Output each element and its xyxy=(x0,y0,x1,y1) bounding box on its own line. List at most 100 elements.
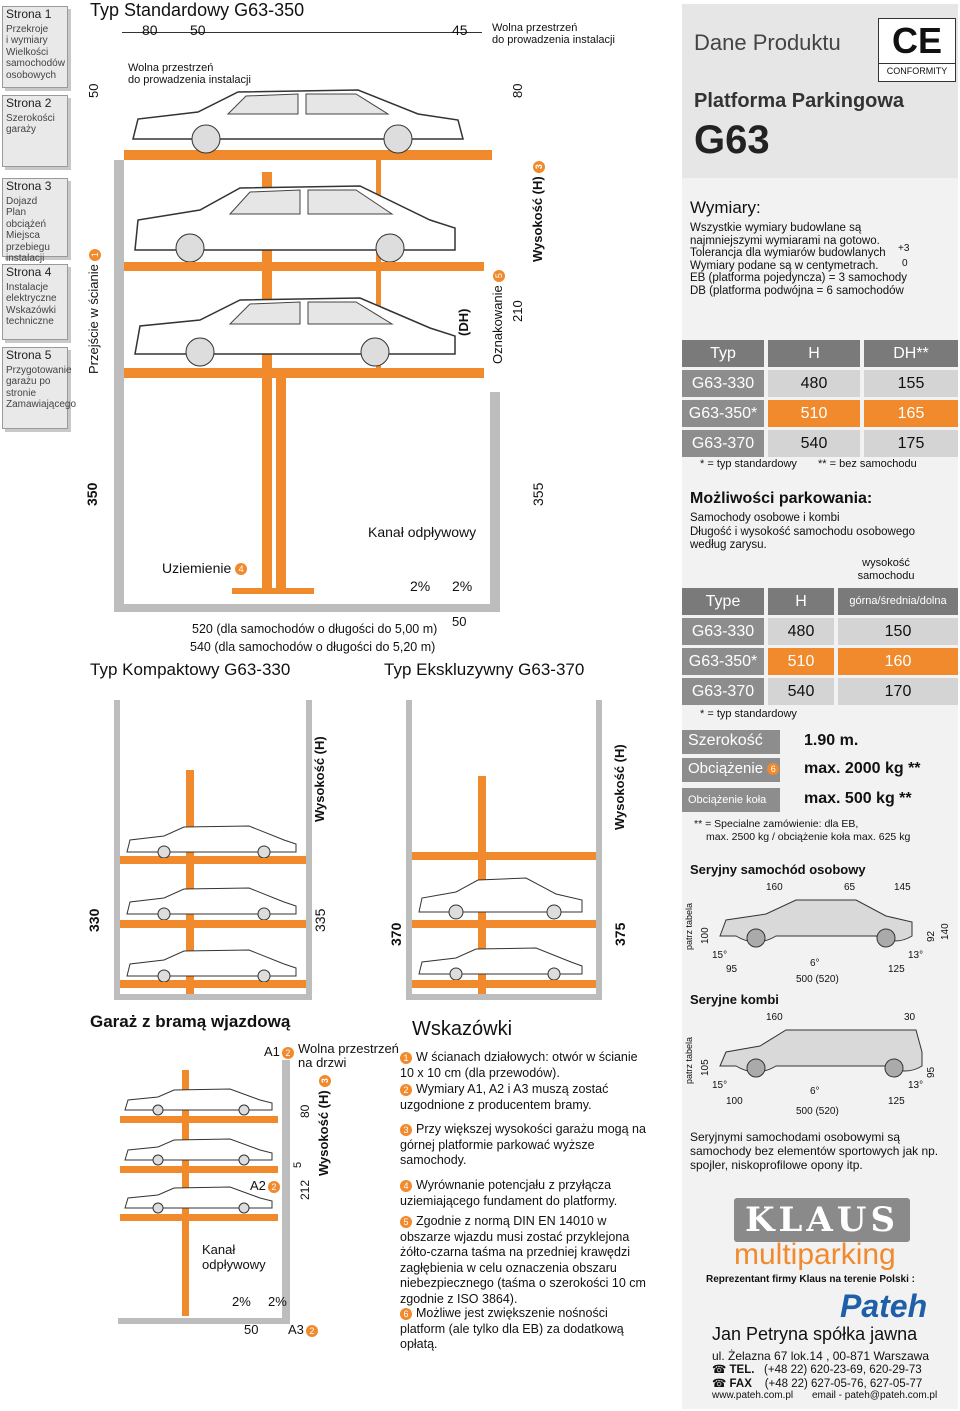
special-1: ** = Specialne zamówienie: dla EB, xyxy=(694,818,859,830)
pateh-logo: Pateh xyxy=(840,1288,928,1324)
nav-item: Miejsca xyxy=(6,230,40,241)
web-link[interactable]: www.pateh.com.pl xyxy=(712,1390,794,1401)
note-text: Wymiary A1, A2 i A3 muszą zostać uzgodni… xyxy=(400,1082,609,1112)
dims-line: DB (platforma podwójna = 6 samochodów xyxy=(690,284,904,297)
garage-dim-80: 80 xyxy=(298,1104,312,1118)
dims-line: Wymiary podane są w centymetrach. xyxy=(690,259,879,272)
sedan-d160: 160 xyxy=(766,882,783,893)
rep-line: Reprezentant firmy Klaus na terenie Pols… xyxy=(706,1274,915,1285)
dh-label: (DH) xyxy=(456,308,471,336)
table2-note: * = typ standardowy xyxy=(700,708,797,720)
sedan-d500: 500 (520) xyxy=(796,974,839,985)
nav-title[interactable]: Strona 4 xyxy=(6,265,52,279)
grounding-label: Uziemienie 4 xyxy=(162,560,251,576)
load-value: max. 2000 kg ** xyxy=(804,760,921,777)
kombi-d500: 500 (520) xyxy=(796,1106,839,1117)
platform-middle xyxy=(124,262,484,271)
dim-50-side: 50 xyxy=(86,83,101,98)
sedan-d92: 92 xyxy=(926,930,937,942)
note-number: 2 xyxy=(400,1083,412,1096)
platform-top xyxy=(124,150,492,160)
nav-item: garażu po xyxy=(6,376,51,387)
nav-title[interactable]: Strona 2 xyxy=(6,96,52,110)
slope-1: 2% xyxy=(410,578,431,594)
sedan-d65: 65 xyxy=(844,882,856,893)
nav-item: Wielkości xyxy=(6,46,49,58)
compact-left-wall xyxy=(114,700,120,996)
compact-right-wall xyxy=(306,700,312,996)
nav-item: osobowych xyxy=(6,69,57,81)
parking-title: Możliwości parkowania: xyxy=(690,490,873,507)
kombi-desc-line: samochody bez elementów sportowych jak n… xyxy=(690,1144,939,1158)
table-cell: G63-370 xyxy=(682,430,764,457)
nav-title[interactable]: Strona 1 xyxy=(6,7,52,21)
dim-50-bottom: 50 xyxy=(452,614,467,629)
table-cell: 155 xyxy=(864,370,958,397)
dim-370: 370 xyxy=(388,922,404,946)
garage-right-wall xyxy=(282,1060,290,1324)
drain-label: Kanał odpływowy xyxy=(368,524,477,540)
dim-350: 350 xyxy=(84,482,100,506)
pit-right-wall xyxy=(490,392,500,608)
note-number: 6 xyxy=(400,1307,412,1320)
post-second xyxy=(276,372,286,592)
dim-80-right: 80 xyxy=(510,83,525,98)
wheel-label: Obciążenie koła xyxy=(688,794,767,806)
nav-item: elektryczne xyxy=(6,293,57,304)
wheel-value: max. 500 kg ** xyxy=(804,790,912,807)
kombi-d95: 95 xyxy=(926,1066,937,1078)
sedan-table: patrz tabela xyxy=(684,902,694,950)
parking-line: według zarysu. xyxy=(690,539,767,551)
dim-50: 50 xyxy=(190,22,206,38)
sedan-d100: 100 xyxy=(700,927,711,944)
table-cell: G63-350* xyxy=(682,400,764,427)
pit-floor xyxy=(114,604,500,612)
table-header: DH** xyxy=(864,340,958,367)
company-name: Jan Petryna spółka jawna xyxy=(712,1324,918,1344)
nav-item: samochodów xyxy=(6,58,65,69)
width-label-box xyxy=(682,730,780,754)
kombi-outline xyxy=(719,1029,923,1078)
nav-title[interactable]: Strona 5 xyxy=(6,348,52,362)
height-h-standard: Wysokość (H) 3 xyxy=(530,157,545,262)
garage-car-2 xyxy=(124,1138,273,1166)
exclusive-title: Typ Ekskluzywny G63-370 xyxy=(384,660,585,679)
dims-title: Wymiary: xyxy=(690,198,761,217)
note-number: 3 xyxy=(400,1123,412,1136)
nav-item: Instalacje xyxy=(6,281,49,293)
ce-text: CE xyxy=(891,20,942,61)
garage-slope-2: 2% xyxy=(268,1294,287,1309)
garage-free-door: Wolna przestrzeń na drzwi xyxy=(298,1041,399,1070)
car-top xyxy=(132,89,464,154)
kombi-d125: 125 xyxy=(888,1096,905,1107)
len-line-2: 540 (dla samochodów o długości do 5,20 m… xyxy=(190,640,436,654)
dims-line: EB (platforma pojedyncza) = 3 samochody xyxy=(690,272,908,284)
dim-80: 80 xyxy=(142,22,158,38)
sedan-d95: 95 xyxy=(726,964,738,975)
garage-dim-50: 50 xyxy=(244,1322,259,1337)
note-number: 5 xyxy=(400,1215,412,1228)
email-link[interactable]: email - pateh@pateh.com.pl xyxy=(812,1390,938,1401)
note-number: 4 xyxy=(400,1179,412,1192)
nav-item: stronie xyxy=(6,387,37,399)
dim-330: 330 xyxy=(86,908,102,932)
nav-title[interactable]: Strona 3 xyxy=(6,179,52,193)
conformity-text: CONFORMITY xyxy=(879,63,955,78)
notes-title: Wskazówki xyxy=(412,1018,513,1040)
nav-item: Plan obciążeń xyxy=(6,207,47,230)
note-text: W ścianach działowych: otwór w ścianie 1… xyxy=(400,1050,638,1080)
car-bottom xyxy=(134,297,456,367)
slope-2: 2% xyxy=(452,578,473,594)
free-space-left: Wolna przestrzeń do prowadzenia instalac… xyxy=(128,62,251,86)
post-main xyxy=(262,172,272,592)
load-label: Obciążenie 6 xyxy=(688,760,783,777)
